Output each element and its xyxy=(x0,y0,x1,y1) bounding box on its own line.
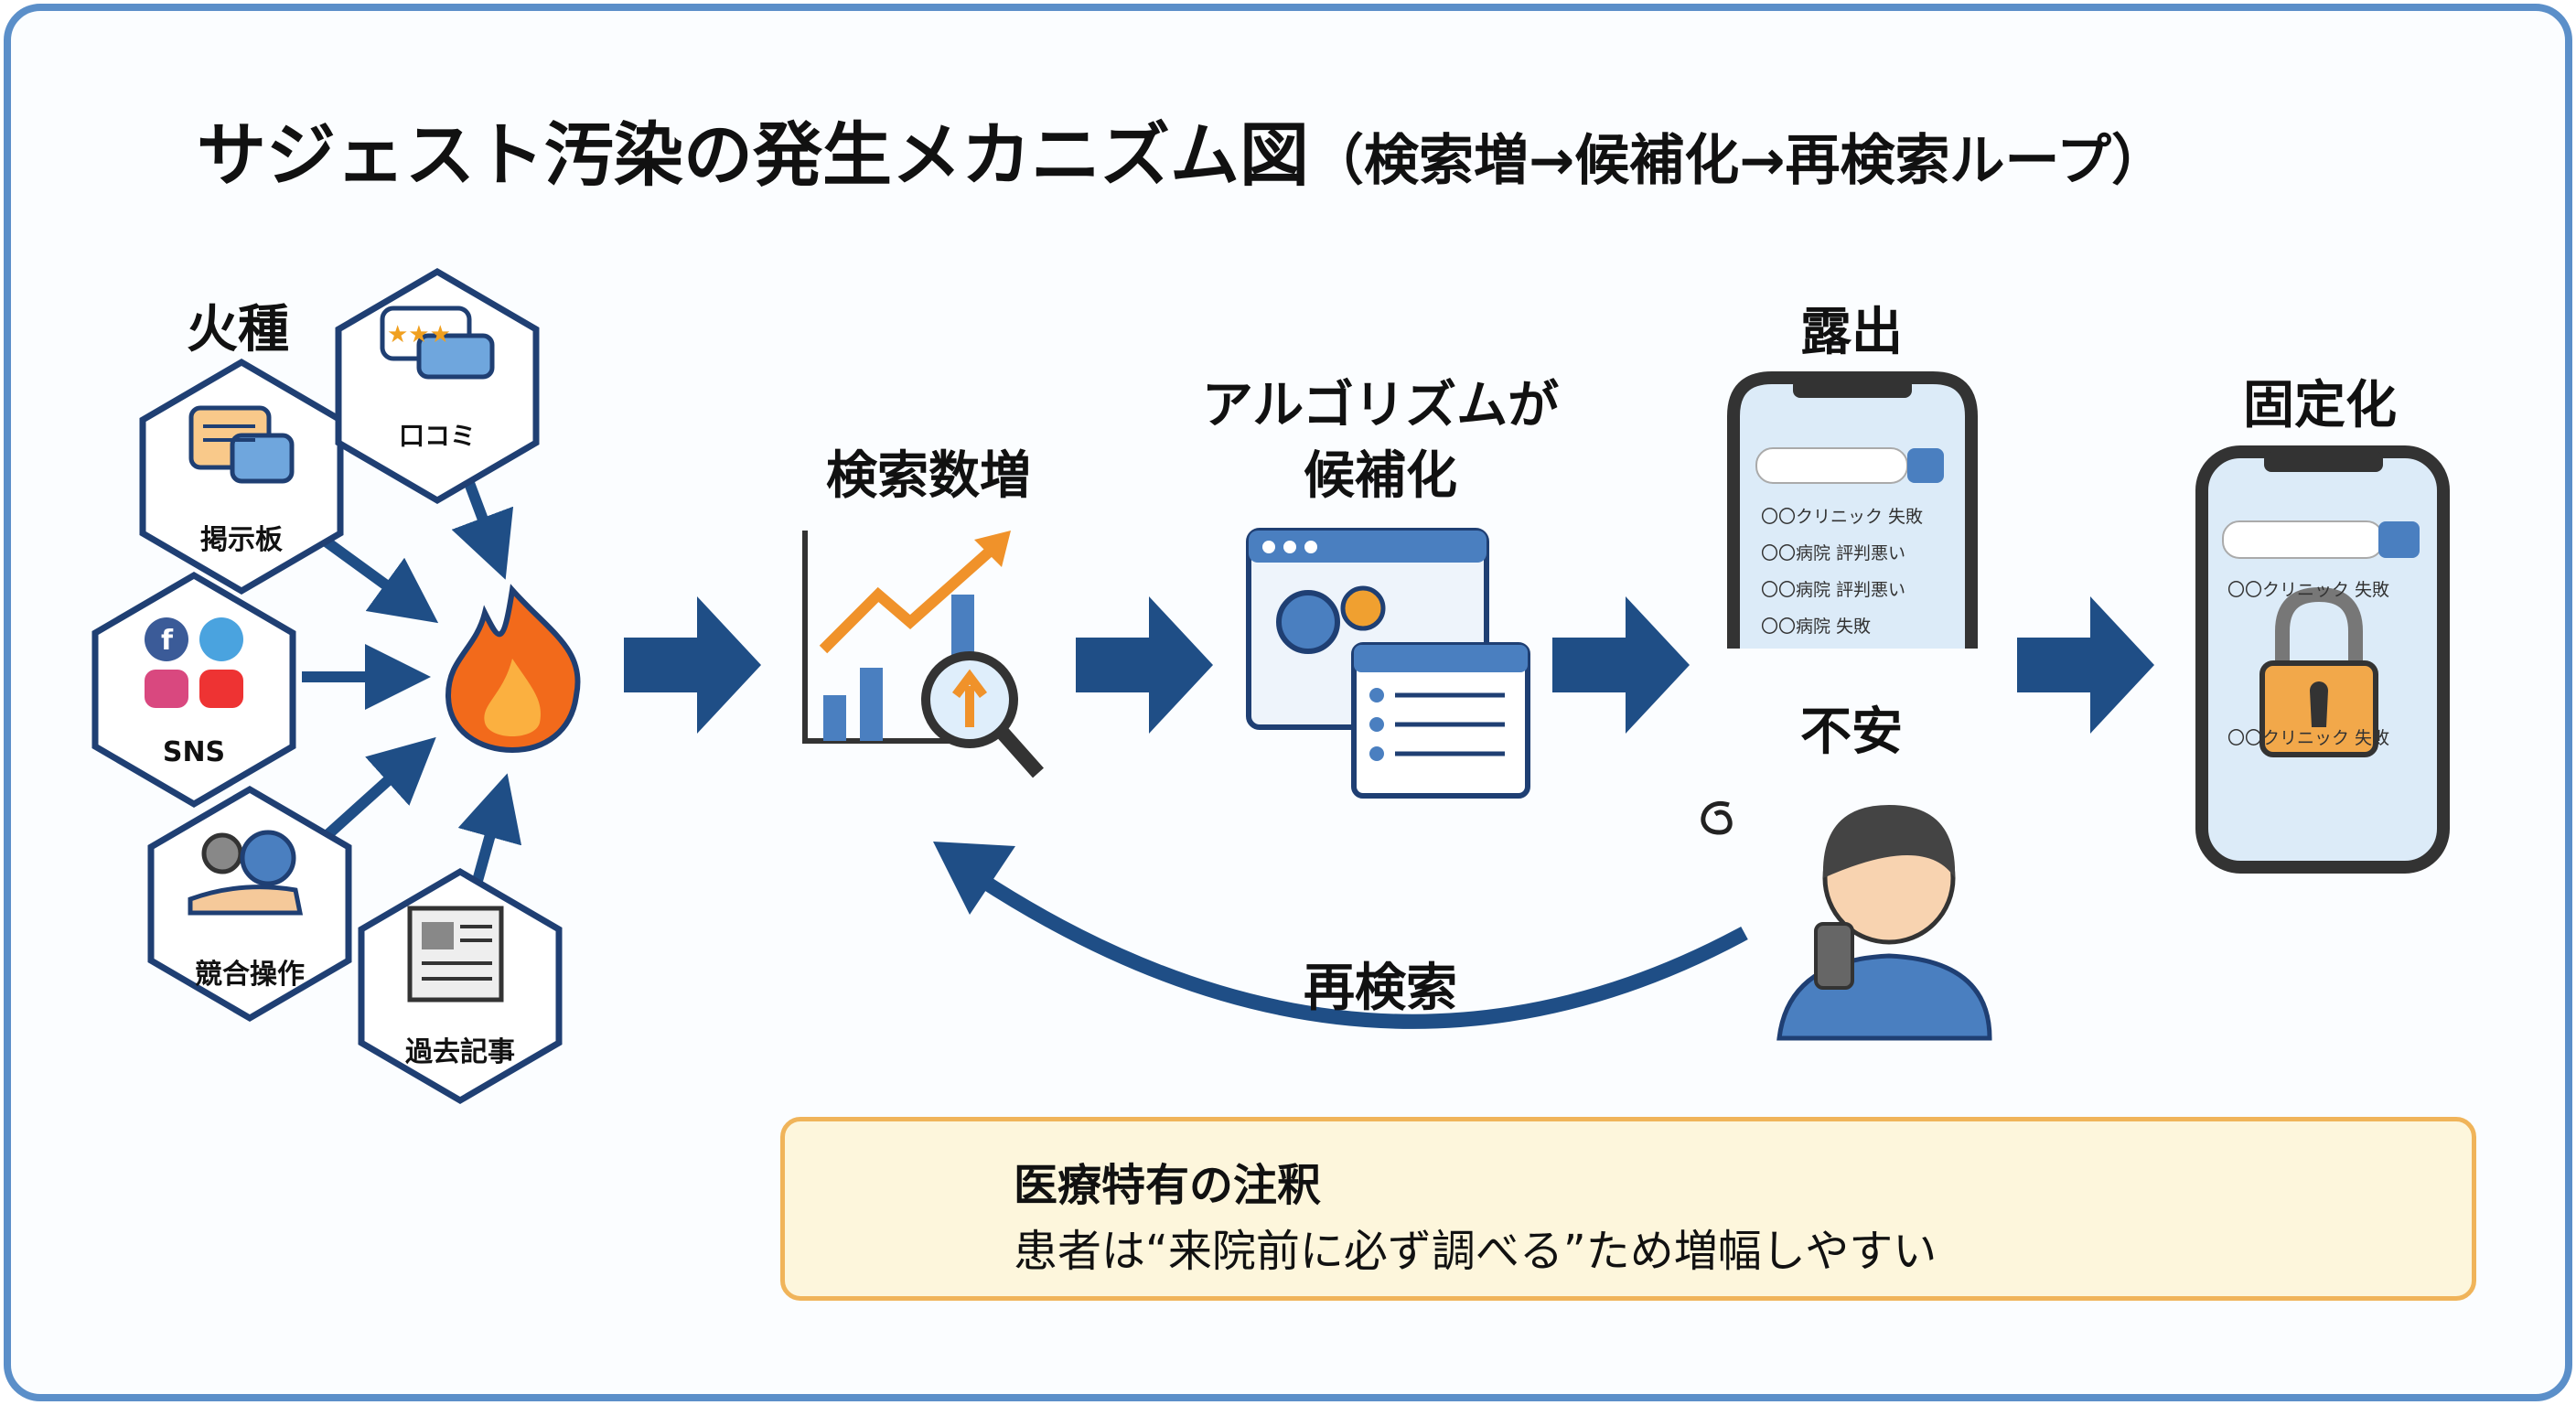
page-title: サジェスト汚染の発生メカニズム図（検索増→候補化→再検索ループ） xyxy=(197,99,2166,199)
suggestion-item[interactable]: 〇〇病院 評判悪い xyxy=(1761,543,1906,563)
rising-chart-magnifier-icon xyxy=(802,531,1044,778)
arrow-fire-to-search xyxy=(624,596,761,734)
step-search-increase: 検索数増 xyxy=(826,446,1031,506)
suggestion-item: 〇〇クリニック 失敗 xyxy=(2227,728,2390,748)
anxious-person-icon xyxy=(1701,800,1992,1041)
algorithm-window-icon xyxy=(1246,528,1530,799)
arrow-review-to-fire xyxy=(451,473,514,580)
hex-message-board xyxy=(143,362,340,591)
fire-icon xyxy=(445,584,581,754)
note-box: 医療特有の注釈 患者は“来院前に必ず調べる”ため増幅しやすい xyxy=(780,1117,2476,1301)
hex-review: ★★★ xyxy=(338,272,536,500)
step-algorithm-line1: アルゴリズムが xyxy=(1201,376,1560,435)
source-label-competitor: 競合操作 xyxy=(195,959,305,991)
hex-article xyxy=(361,872,559,1100)
svg-text:★★★: ★★★ xyxy=(387,321,451,349)
suggestion-item[interactable]: 〇〇病院 失敗 xyxy=(1761,617,1872,637)
padlock-icon xyxy=(2259,586,2378,757)
arrow-exposure-to-fixed xyxy=(2017,596,2154,734)
suggestion-item[interactable]: 〇〇病院 評判悪い xyxy=(1761,580,1906,600)
arrow-algorithm-to-exposure xyxy=(1552,596,1690,734)
suggestion-item[interactable]: 〇〇クリニック 失敗 xyxy=(1761,507,1924,527)
step-fixation: 固定化 xyxy=(2243,376,2397,435)
research-loop-arrow xyxy=(974,872,1748,1029)
note-body: 患者は“来院前に必ず調べる”ため増幅しやすい xyxy=(1014,1226,1937,1277)
arrow-competitor-to-fire xyxy=(316,736,436,846)
svg-text:f: f xyxy=(161,625,174,657)
sources-heading: 火種 xyxy=(187,300,289,359)
fixed-phone-icon xyxy=(2195,445,2450,874)
exposure-phone-icon xyxy=(1727,371,1978,649)
hex-sns: f xyxy=(95,575,293,804)
source-label-sns: SNS xyxy=(162,736,226,768)
step-algorithm-line2: 候補化 xyxy=(1304,446,1457,506)
title-subtitle: （検索増→候補化→再検索ループ） xyxy=(1309,129,2166,193)
arrow-search-to-algorithm xyxy=(1076,596,1213,734)
step-exposure: 露出 xyxy=(1800,303,1903,362)
step-research: 再検索 xyxy=(1304,959,1457,1018)
source-label-review: 口コミ xyxy=(398,421,477,451)
source-label-article: 過去記事 xyxy=(405,1036,515,1068)
hex-competitor xyxy=(151,789,349,1018)
research-loop-arrowhead xyxy=(933,842,1015,915)
suggestion-item: 〇〇クリニック 失敗 xyxy=(2227,580,2390,600)
note-title: 医療特有の注釈 xyxy=(1014,1160,1322,1211)
step-anxiety: 不安 xyxy=(1800,702,1903,762)
arrow-article-to-fire xyxy=(457,773,522,889)
title-main: サジェスト汚染の発生メカニズム図 xyxy=(197,114,1309,196)
source-label-board: 掲示板 xyxy=(200,524,283,556)
